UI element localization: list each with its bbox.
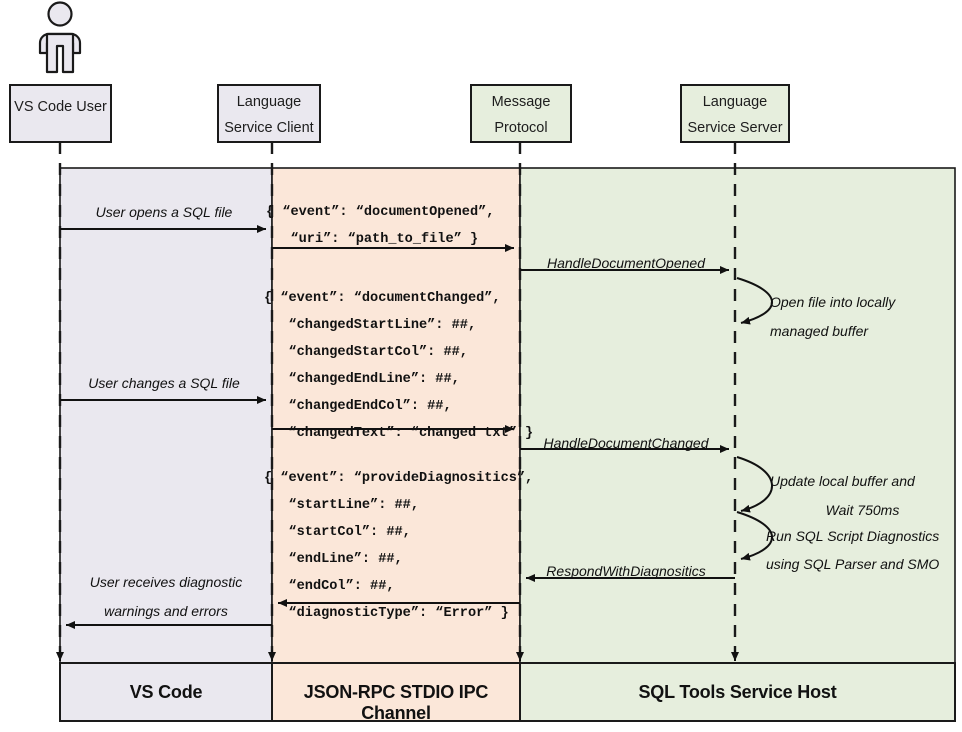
- self-loop-arrows: [736, 277, 773, 561]
- note-run-diagnostics-line1: Run SQL Script Diagnostics: [766, 528, 940, 544]
- note-run-diagnostics-line2: using SQL Parser and SMO: [766, 556, 940, 572]
- header-box-message-protocol: [470, 84, 572, 143]
- label-user-receives-diagnostics-line2: warnings and errors: [104, 603, 228, 619]
- note-open-file-line1: Open file into locally: [770, 294, 896, 310]
- lane-service-host: [519, 167, 956, 664]
- header-label-language-service-client-line2: Service Client: [224, 120, 314, 136]
- json-payload-provide-diagnostics: { “event”: “provideDiagnositics”, “start…: [264, 471, 534, 621]
- lane-ipc-channel: [271, 167, 521, 664]
- message-arrows: [60, 225, 735, 629]
- self-loop-update-buffer: [736, 456, 773, 513]
- label-handle-document-opened: HandleDocumentOpened: [547, 255, 705, 271]
- header-label-message-protocol-line2: Protocol: [494, 120, 548, 136]
- json-payload-document-opened: { “event”: “documentOpened”, “uri”: “pat…: [266, 205, 495, 247]
- vs-code-user-actor-icon: [38, 1, 82, 74]
- footer-label-vs-code: VS Code: [129, 682, 203, 702]
- lane-vs-code: [59, 167, 273, 664]
- swimlane-bands: [59, 167, 956, 664]
- note-open-file-line2: managed buffer: [770, 323, 869, 339]
- self-loop-run-diagnostics: [736, 511, 773, 561]
- footer-cell-service-host: [519, 662, 956, 722]
- footer-bar: [56, 650, 956, 722]
- header-box-language-service-server: [680, 84, 790, 143]
- footer-label-service-host: SQL Tools Service Host: [638, 682, 837, 702]
- header-label-language-service-server-line1: Language: [702, 94, 768, 110]
- json-payload-document-changed: { “event”: “documentChanged”, “changedSt…: [264, 291, 534, 441]
- header-box-language-service-client: [217, 84, 321, 143]
- footer-label-ipc-channel: JSON-RPC STDIO IPC Channel: [303, 682, 489, 723]
- footer-cell-ipc-channel: [271, 662, 521, 722]
- note-update-buffer-line1: Update local buffer and: [770, 473, 915, 489]
- footer-cell-vs-code: [59, 662, 273, 722]
- participant-header-boxes: [9, 84, 790, 143]
- header-label-message-protocol-line1: Message: [491, 94, 551, 110]
- header-label-vs-code-user: VS Code User: [14, 99, 107, 115]
- note-update-buffer-line2: Wait 750ms: [825, 502, 900, 518]
- header-label-language-service-client-line1: Language: [236, 94, 302, 110]
- label-user-changes-sql-file: User changes a SQL file: [88, 375, 240, 391]
- label-user-opens-sql-file: User opens a SQL file: [95, 204, 233, 220]
- label-user-receives-diagnostics-line1: User receives diagnostic: [89, 574, 243, 590]
- self-loop-open-file: [736, 277, 773, 325]
- label-handle-document-changed: HandleDocumentChanged: [543, 435, 709, 451]
- label-respond-with-diagnostics: RespondWithDiagnositics: [546, 563, 706, 579]
- header-label-language-service-server-line2: Service Server: [687, 120, 783, 136]
